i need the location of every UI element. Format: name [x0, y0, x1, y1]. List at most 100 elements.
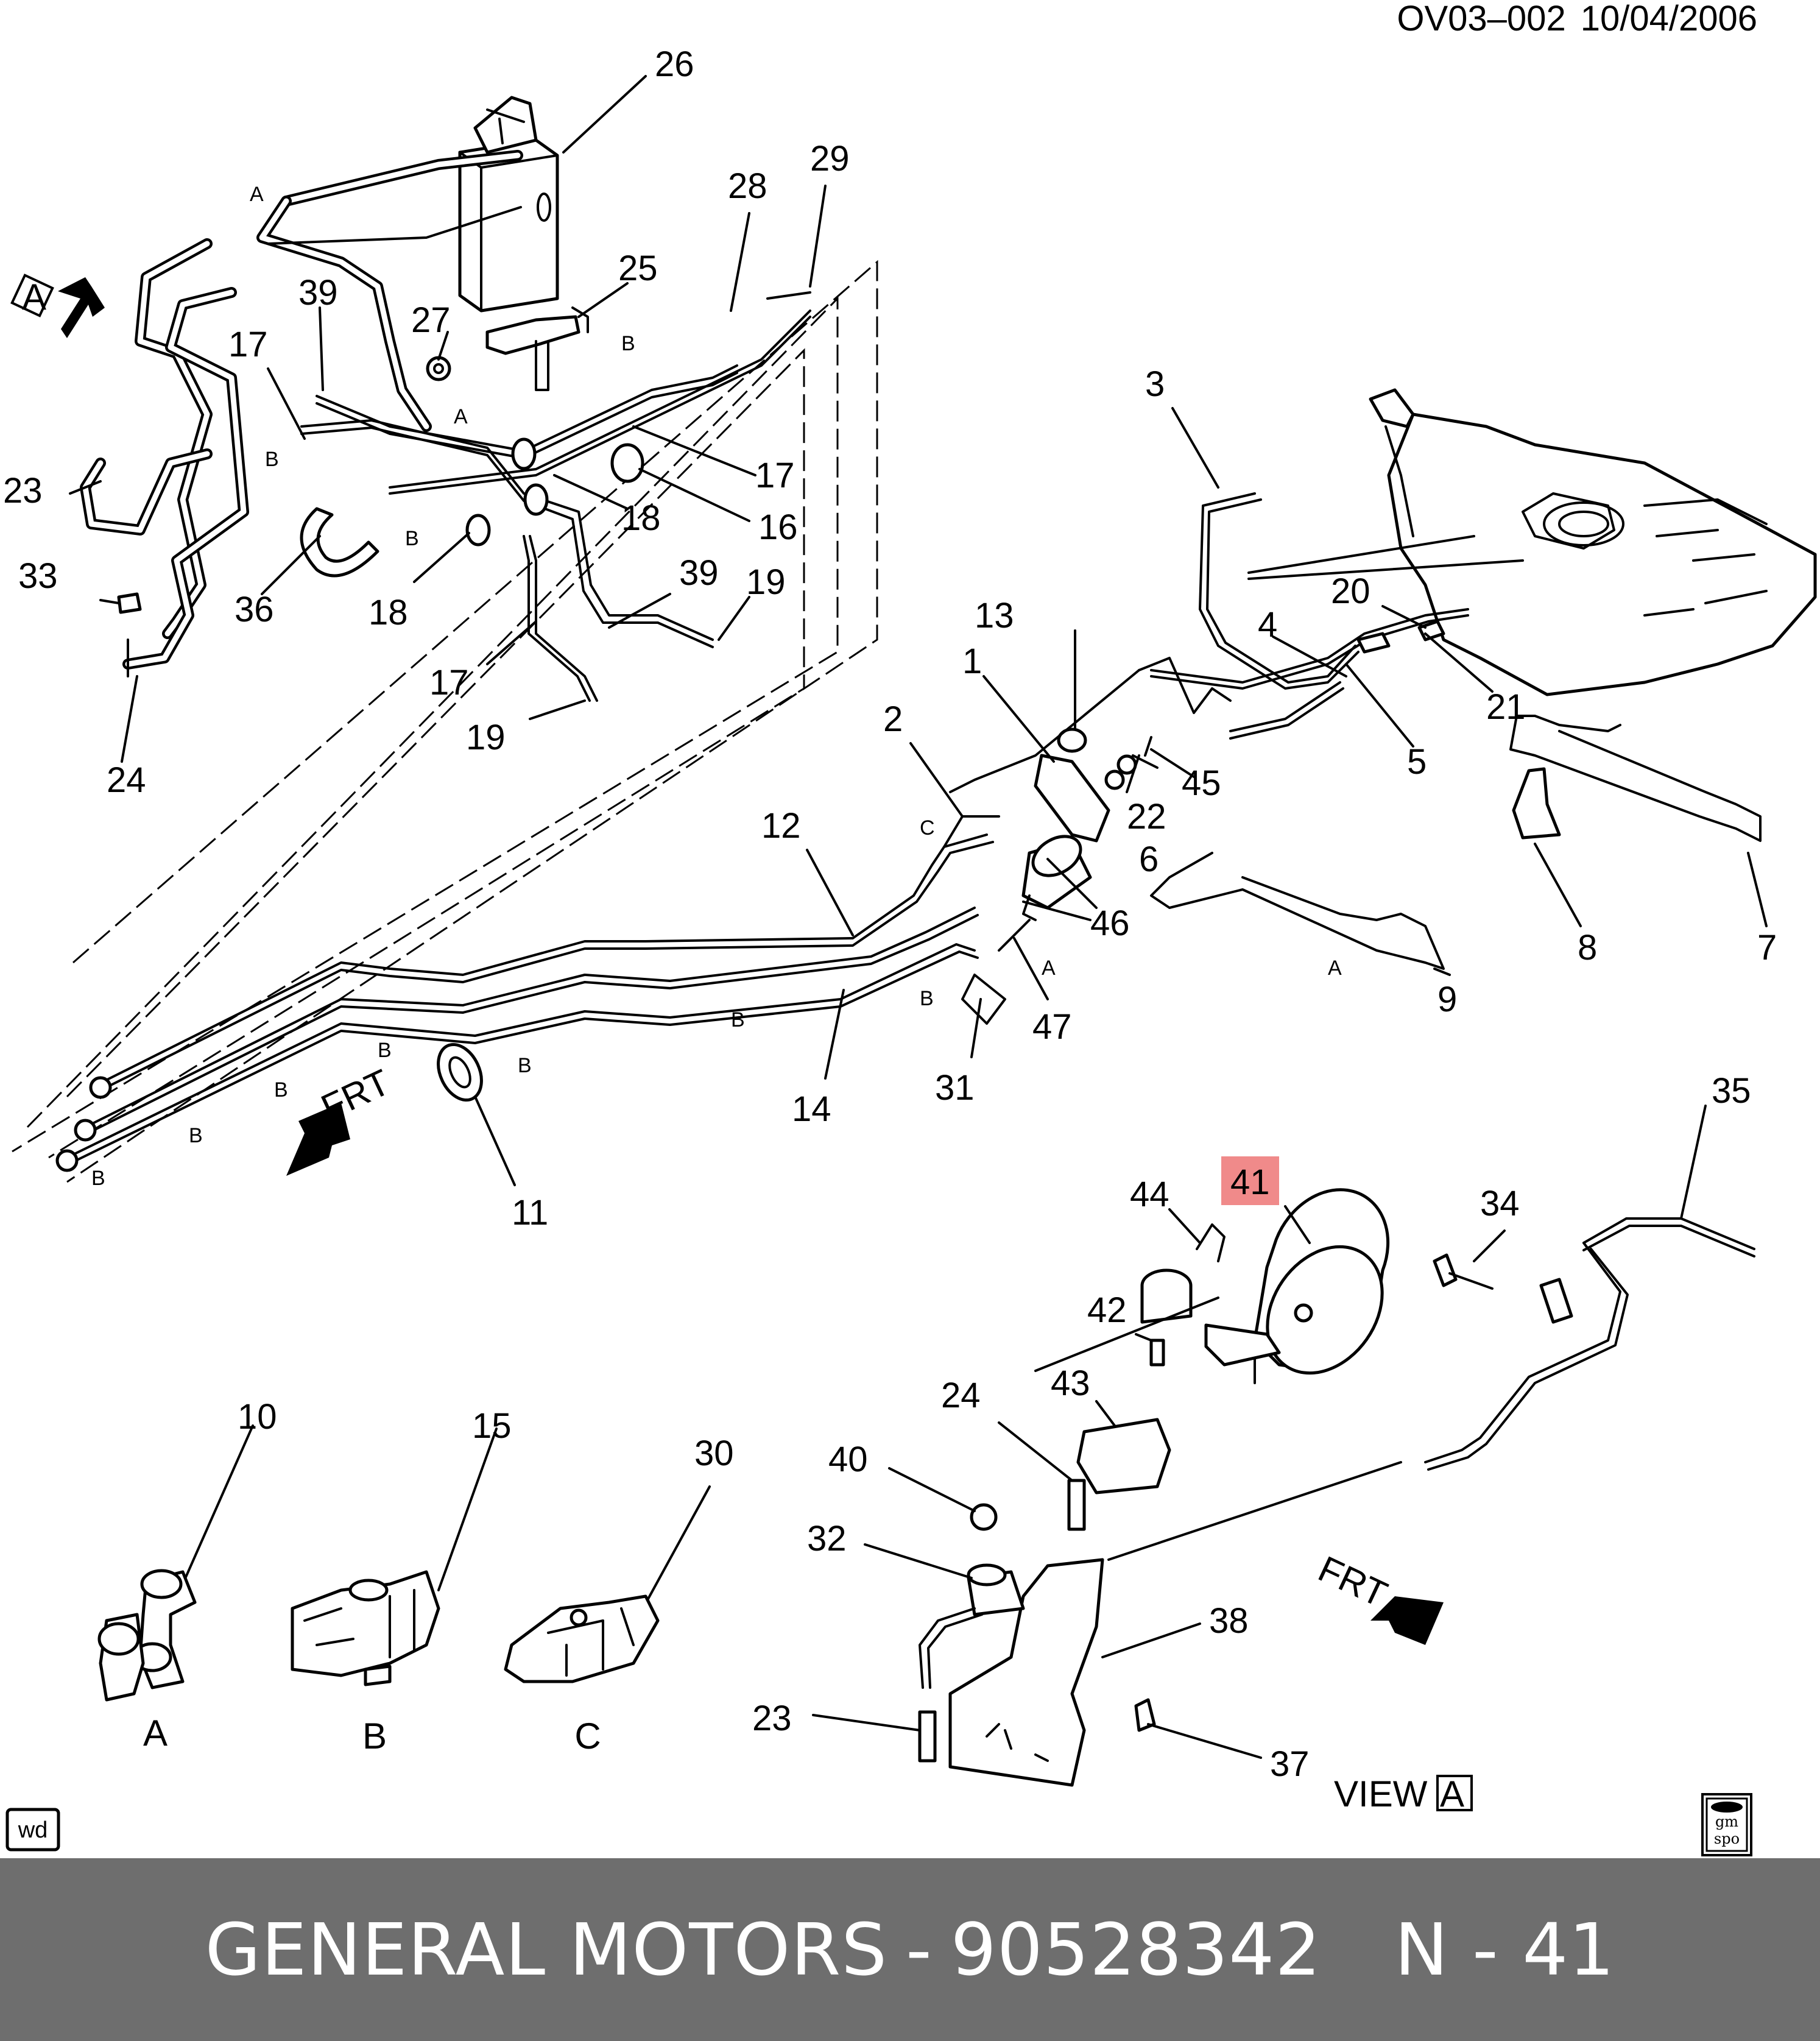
callout-3: 3 — [1145, 364, 1165, 404]
svg-text:gm: gm — [1715, 1813, 1738, 1830]
callout-21: 21 — [1486, 687, 1526, 727]
filter-bracket-1 — [1034, 754, 1110, 843]
svg-text:A: A — [250, 183, 264, 206]
wd-badge: wd — [5, 1808, 60, 1852]
callout-8: 8 — [1578, 928, 1597, 967]
callout-44: 44 — [1130, 1175, 1169, 1214]
callout-24a: 24 — [107, 760, 146, 800]
view-a-marker: A — [10, 274, 105, 338]
callout-37: 37 — [1270, 1744, 1310, 1784]
svg-text:B: B — [731, 1008, 745, 1031]
view-a-label: VIEW A — [1334, 1774, 1473, 1814]
callout-7: 7 — [1757, 928, 1777, 967]
svg-text:B: B — [920, 987, 934, 1010]
bracket-38 — [948, 1558, 1104, 1787]
footer-brand: GENERAL MOTORS — [205, 1908, 888, 1992]
footer-reference: N - 41 — [1394, 1908, 1615, 1992]
footer-separator: - — [906, 1908, 933, 1992]
svg-text:B: B — [265, 448, 279, 471]
caption-a: A — [143, 1713, 168, 1753]
callout-12: 12 — [761, 806, 801, 846]
svg-text:B: B — [378, 1039, 392, 1062]
callout-19a: 19 — [746, 562, 786, 602]
callout-38: 38 — [1209, 1601, 1249, 1641]
callout-23b: 23 — [752, 1699, 792, 1738]
callout-11: 11 — [512, 1193, 548, 1233]
callout-43: 43 — [1051, 1364, 1090, 1403]
fuel-tank-group — [1150, 388, 1817, 970]
svg-text:VIEW: VIEW — [1334, 1774, 1428, 1814]
callout-29: 29 — [810, 139, 850, 179]
callout-4: 4 — [1258, 605, 1277, 645]
svg-text:A: A — [1440, 1774, 1464, 1814]
svg-text:A: A — [22, 277, 46, 317]
svg-text:spo: spo — [1714, 1830, 1740, 1847]
svg-text:B: B — [189, 1124, 203, 1147]
frt-arrow-right: FRT — [1313, 1548, 1444, 1645]
svg-text:FRT: FRT — [315, 1061, 396, 1128]
grommet-18c — [465, 514, 491, 547]
canister-bracket — [485, 315, 580, 355]
callout-39b: 39 — [679, 553, 719, 593]
clip-c — [504, 1594, 660, 1683]
callout-17c: 17 — [429, 663, 469, 702]
callout-14: 14 — [792, 1089, 831, 1129]
callout-23a: 23 — [3, 471, 43, 511]
callout-18b: 18 — [369, 593, 408, 632]
callout-19b: 19 — [466, 718, 506, 757]
callout-28: 28 — [728, 166, 767, 206]
spacer-24b — [1067, 1479, 1086, 1531]
svg-text:A: A — [1328, 957, 1342, 980]
left-hose-assembly — [80, 238, 379, 677]
main-line-bundle — [55, 815, 1006, 1172]
callout-39a: 39 — [298, 273, 338, 313]
nut-13 — [1057, 727, 1087, 753]
callout-17b: 17 — [755, 456, 795, 495]
nut-40 — [970, 1503, 998, 1531]
callout-9: 9 — [1437, 980, 1457, 1019]
svg-text:B: B — [91, 1167, 105, 1190]
callout-5: 5 — [1407, 742, 1427, 782]
clip-b — [291, 1570, 440, 1686]
svg-text:C: C — [920, 816, 935, 840]
stud-37 — [1134, 1698, 1156, 1732]
svg-text:B: B — [621, 332, 635, 355]
callout-6: 6 — [1139, 840, 1159, 879]
leader-lines — [69, 75, 1768, 1759]
bolt-34 — [1433, 1253, 1458, 1287]
callout-45: 45 — [1182, 763, 1221, 803]
footer-part-number: 90528342 — [950, 1908, 1322, 1992]
highlight-box — [1221, 1156, 1279, 1205]
callout-10: 10 — [238, 1397, 277, 1437]
clip-36 — [300, 507, 379, 578]
grommet-16 — [610, 443, 644, 483]
callout-24b: 24 — [941, 1376, 981, 1415]
frt-arrow-left: FRT — [286, 1061, 396, 1176]
callout-34: 34 — [1480, 1184, 1520, 1223]
vapor-lines — [300, 291, 811, 702]
grommet-18a — [511, 437, 537, 470]
gm-spo-logo: gm spo — [1701, 1793, 1752, 1856]
fuel-filter-group — [949, 657, 1232, 952]
svg-text:A: A — [454, 405, 468, 428]
callout-32: 32 — [807, 1519, 847, 1558]
canister-group — [256, 96, 589, 432]
line-clip-letters: A A B B B C A A B B B B B B B — [91, 183, 1342, 1190]
svg-text:B: B — [405, 527, 419, 550]
filler-neck — [1369, 388, 1415, 428]
callout-18a: 18 — [621, 498, 661, 538]
callout-47: 47 — [1032, 1007, 1072, 1047]
callout-1: 1 — [962, 642, 982, 681]
callout-2: 2 — [883, 699, 903, 739]
svg-text:B: B — [518, 1054, 532, 1077]
callout-26: 26 — [655, 44, 694, 84]
view-a-assembly — [918, 1188, 1755, 1787]
callout-22: 22 — [1127, 797, 1166, 837]
caption-c: C — [574, 1716, 601, 1756]
clip-details: A B C — [97, 1569, 660, 1756]
callouts: 26 25 28 29 27 39 17 17 18 16 23 33 36 1… — [3, 44, 1777, 1784]
callout-16: 16 — [758, 508, 798, 547]
svg-text:FRT: FRT — [1313, 1548, 1394, 1615]
